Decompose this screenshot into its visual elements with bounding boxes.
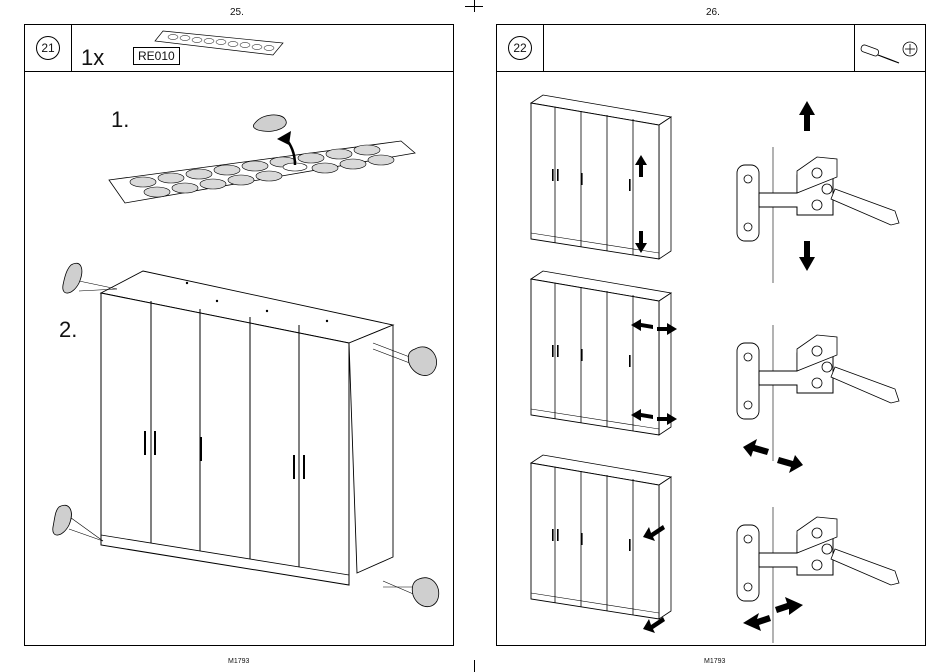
crop-mark-top-h bbox=[465, 6, 483, 7]
felt-pad-sheet-icon bbox=[133, 25, 293, 71]
cabinet-vertical-adjustment bbox=[531, 95, 671, 259]
step-number: 22 bbox=[508, 36, 532, 60]
footer-code-right: M1793 bbox=[704, 658, 725, 665]
step-number: 21 bbox=[36, 36, 60, 60]
felt-pad-sheet-illustration bbox=[105, 105, 425, 215]
step-22-header: 22 bbox=[497, 25, 925, 72]
crop-mark-bottom bbox=[474, 660, 475, 672]
step-22-panel: 22 bbox=[496, 24, 926, 646]
hinge-adjustment-illustrations bbox=[497, 75, 927, 635]
step-number-cell: 21 bbox=[25, 25, 72, 71]
page-number-right: 26. bbox=[706, 7, 720, 18]
tool-cell bbox=[854, 25, 925, 71]
wardrobe-illustration bbox=[37, 245, 457, 605]
page-number-left: 25. bbox=[230, 7, 244, 18]
step-21-panel: 21 1x RE010 1. 2. bbox=[24, 24, 454, 646]
part-quantity: 1x bbox=[81, 45, 104, 71]
step-21-header: 21 1x RE010 bbox=[25, 25, 453, 72]
hinge-depth-adjustment bbox=[737, 325, 899, 461]
screwdriver-icon bbox=[855, 25, 925, 71]
footer-code-left: M1793 bbox=[228, 658, 249, 665]
hinge-vertical-adjustment bbox=[737, 147, 899, 283]
cabinet-depth-adjustment bbox=[531, 271, 671, 435]
step-number-cell: 22 bbox=[497, 25, 544, 71]
